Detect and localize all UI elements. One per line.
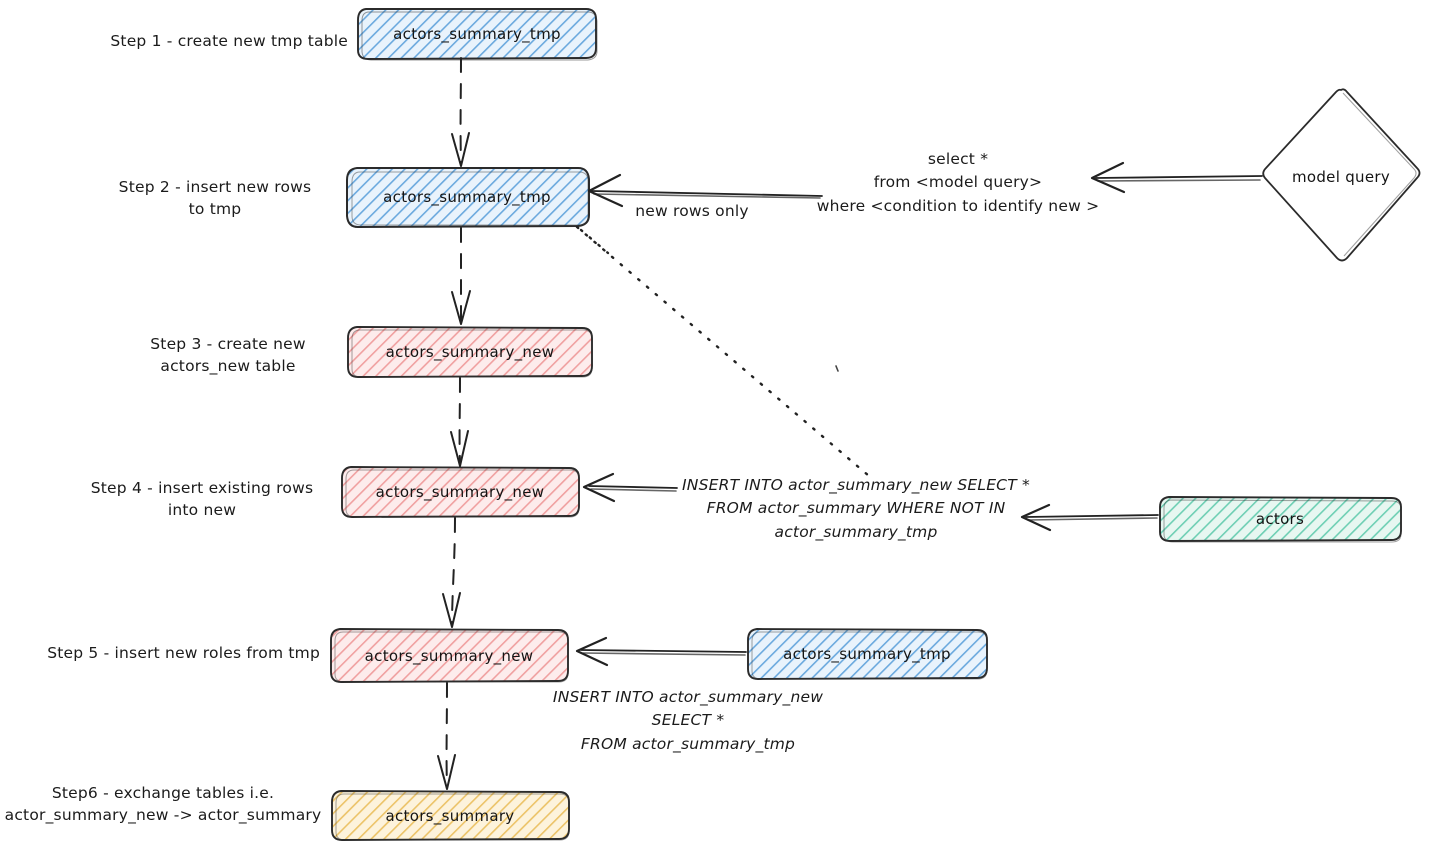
node-tmp1[interactable]	[357, 8, 598, 61]
step-label-step5: Step 5 - insert new roles from tmp	[47, 644, 320, 662]
connector-step3-step4	[450, 377, 469, 467]
node-tmpsrc5[interactable]	[747, 628, 988, 680]
connector-actors-to-note	[1020, 503, 1159, 532]
node-tmp2[interactable]	[346, 167, 590, 228]
connector-step4-step5	[442, 517, 461, 628]
step-label-step1: Step 1 - create new tmp table	[110, 32, 348, 50]
node-new3[interactable]	[347, 326, 593, 378]
connector-sql-to-tmp2	[587, 173, 823, 208]
annotation-insert-from-tmp: INSERT INTO actor_summary_new SELECT * F…	[552, 688, 824, 753]
connector-model-to-sql	[1090, 161, 1263, 194]
connector-step5-step6	[437, 682, 456, 790]
connector-tmpsrc-to-new5	[575, 636, 747, 667]
annotation-insert-existing: INSERT INTO actor_summary_new SELECT * F…	[682, 476, 1030, 541]
step-label-step6: Step6 - exchange tables i.e. actor_summa…	[4, 784, 322, 825]
connector-step1-step2	[451, 57, 470, 167]
stray-tick-mark	[835, 365, 839, 372]
connector-tmp2-dotted	[575, 225, 871, 478]
node-actors[interactable]	[1159, 496, 1402, 543]
node-summary6[interactable]	[331, 790, 570, 841]
connector-step2-step3	[451, 227, 471, 325]
node-new5[interactable]	[330, 628, 569, 683]
annotation-model-query-sql: select * from <model query> where <condi…	[816, 150, 1100, 215]
connector-note-to-new4	[582, 472, 678, 503]
node-modelq[interactable]	[1262, 88, 1421, 262]
step-label-step2: Step 2 - insert new rows to tmp	[118, 178, 312, 219]
step-label-step3: Step 3 - create new actors_new table	[150, 335, 306, 376]
node-new4[interactable]	[341, 466, 580, 518]
step-label-step4: Step 4 - insert existing rows into new	[90, 479, 314, 520]
annotation-new-rows-only: new rows only	[635, 202, 749, 220]
